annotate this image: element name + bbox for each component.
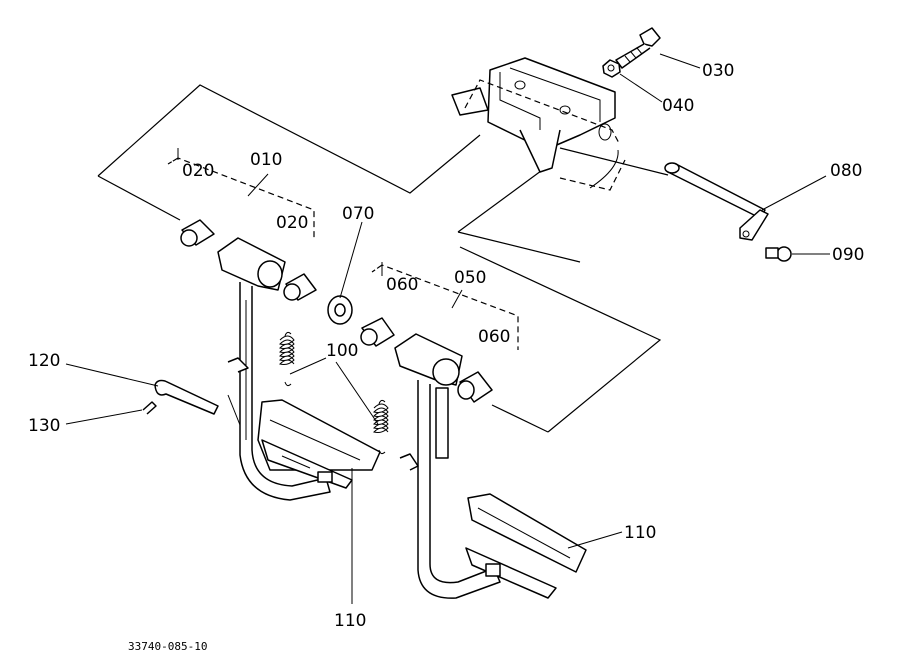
- mounting-bracket: [451, 57, 626, 191]
- callout-020-right: 020: [276, 213, 308, 233]
- cotter-pin-130: [142, 401, 157, 415]
- bolt-030: [615, 27, 661, 69]
- spring-100-left: [279, 331, 295, 387]
- bushing-020-right: [283, 273, 317, 301]
- assembly-frame-lines: [97, 84, 669, 433]
- pin-120: [154, 379, 219, 415]
- callout-060-left: 060: [386, 275, 418, 295]
- callout-070: 070: [342, 204, 374, 224]
- callout-090: 090: [832, 245, 864, 265]
- bushing-060-right: [457, 371, 493, 403]
- shaft-080: [664, 162, 769, 241]
- callout-050: 050: [454, 268, 486, 288]
- nut-040: [602, 59, 621, 78]
- bolt-090: [765, 246, 792, 262]
- callout-060-right: 060: [478, 327, 510, 347]
- figure-number: 33740-085-10: [128, 640, 207, 653]
- washer-070: [327, 295, 353, 325]
- callout-100: 100: [326, 341, 358, 361]
- callout-110-left: 110: [334, 611, 366, 631]
- pedal-010: [217, 237, 381, 501]
- callout-120: 120: [28, 351, 60, 371]
- callout-040: 040: [662, 96, 694, 116]
- callout-020-left: 020: [182, 161, 214, 181]
- group-bracket-pedal-010: [167, 148, 315, 238]
- callout-110-right: 110: [624, 523, 656, 543]
- callout-080: 080: [830, 161, 862, 181]
- leader-lines: [65, 53, 830, 604]
- bushing-020-left: [180, 219, 215, 247]
- pedal-050: [394, 333, 587, 599]
- spring-100-right: [373, 399, 389, 455]
- group-bracket-pedal-050: [371, 262, 519, 350]
- callout-010: 010: [250, 150, 282, 170]
- callout-030: 030: [702, 61, 734, 81]
- callout-130: 130: [28, 416, 60, 436]
- bushing-060-left: [360, 317, 395, 347]
